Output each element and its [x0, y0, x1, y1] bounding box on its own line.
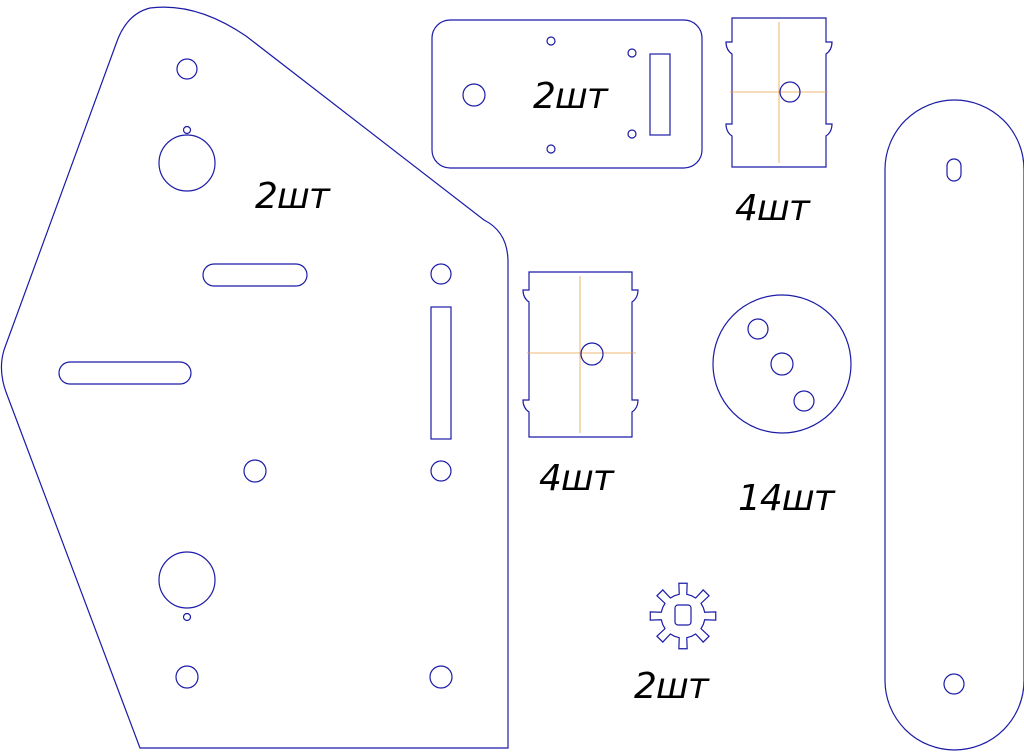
side-plate-hole — [430, 460, 452, 482]
side-plate-hole — [175, 665, 199, 689]
side-plate-slot — [202, 263, 308, 287]
side-plate-hole — [430, 263, 452, 285]
side-plate-slot — [58, 361, 192, 385]
side-plate-hole — [429, 665, 453, 689]
rect-plate-hole — [462, 83, 486, 107]
gear-bore — [674, 604, 692, 626]
rect-plate-hole — [627, 129, 637, 139]
rect-plate: 2шт — [431, 19, 703, 169]
side-plate-hole — [182, 125, 192, 135]
side-plate-outline — [0, 6, 509, 749]
long-link — [884, 99, 1024, 751]
bracket-middle: 4шт — [522, 271, 639, 499]
rect-plate-quantity-label: 2шт — [533, 76, 609, 117]
rect-plate-hole — [627, 48, 637, 58]
bracket-top-hole — [779, 81, 801, 103]
gear: 2шт — [634, 582, 717, 707]
gear-quantity-label: 2шт — [634, 666, 710, 707]
long-link-hole — [943, 673, 965, 695]
rect-plate-hole — [546, 36, 556, 46]
rect-plate-slot — [649, 53, 671, 136]
bracket-top-outline — [725, 17, 833, 168]
side-plate-hole — [182, 612, 192, 622]
long-link-outline — [884, 99, 1024, 751]
rect-plate-hole — [546, 144, 556, 154]
long-link-slot — [946, 158, 962, 182]
round-disc-hole — [793, 390, 815, 412]
side-plate-rect-slot — [430, 306, 452, 440]
side-plate-motor-hole — [158, 551, 216, 609]
round-disc-hole — [747, 318, 769, 340]
round-disc: 14шт — [712, 294, 852, 519]
side-plate-hole — [243, 459, 267, 483]
round-disc-outline — [712, 294, 852, 434]
bracket-middle-quantity-label: 4шт — [539, 458, 615, 499]
bracket-middle-hole — [580, 342, 604, 366]
side-plate-motor-hole — [158, 134, 216, 192]
side-plate-quantity-label: 2шт — [255, 176, 331, 217]
rect-plate-outline — [431, 19, 703, 169]
side-plate: 2шт — [0, 6, 509, 749]
bracket-middle-outline — [522, 271, 639, 438]
side-plate-hole — [176, 58, 198, 80]
round-disc-hole — [770, 352, 794, 376]
bracket-top-quantity-label: 4шт — [735, 188, 811, 229]
round-disc-quantity-label: 14шт — [738, 478, 836, 519]
bracket-top: 4шт — [725, 17, 833, 229]
gear-outline — [649, 582, 717, 650]
